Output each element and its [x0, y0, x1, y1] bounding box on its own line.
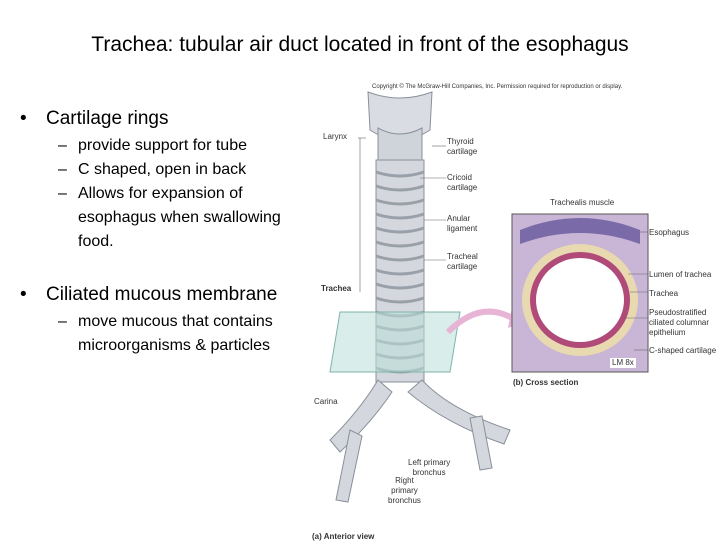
caption-anterior-view: (a) Anterior view	[312, 532, 375, 541]
label-trachea: Trachea	[321, 284, 352, 293]
sub-bullet-text: move mucous that contains	[78, 313, 273, 330]
label-magnification: LM 8x	[610, 358, 636, 368]
bullet-text: Ciliated mucous membrane	[46, 284, 278, 305]
sub-bullet-continuation: esophagus when swallowing	[78, 209, 281, 226]
bullet-glyph: •	[20, 284, 27, 305]
bullet-cartilage-rings: • Cartilage rings	[20, 108, 169, 130]
dash-glyph: –	[58, 137, 67, 154]
trachea-illustration	[329, 91, 649, 503]
dash-glyph: –	[58, 185, 67, 202]
slide-title: Trachea: tubular air duct located in fro…	[91, 33, 629, 56]
sub-bullet: – C shaped, open in back	[58, 158, 247, 182]
label-carina: Carina	[314, 397, 338, 406]
copyright-notice: Copyright © The McGraw-Hill Companies, I…	[372, 84, 623, 90]
sub-bullet-text: provide support for tube	[78, 137, 247, 154]
label-larynx: Larynx	[323, 132, 348, 141]
label-trachealis-muscle: Trachealis muscle	[550, 198, 615, 207]
sub-bullet: – move mucous that contains	[58, 310, 273, 334]
label-trachea-cross-section: Trachea	[649, 289, 679, 298]
bullet-text: Cartilage rings	[46, 108, 169, 129]
sub-bullet: – provide support for tube	[58, 134, 247, 158]
sub-bullet-text: C shaped, open in back	[78, 161, 247, 178]
dash-glyph: –	[58, 313, 67, 330]
sub-bullet-text: Allows for expansion of	[78, 185, 243, 202]
caption-cross-section: (b) Cross section	[513, 378, 579, 387]
label-lumen-of-trachea: Lumen of trachea	[649, 270, 712, 279]
bullet-ciliated-mucous-membrane: • Ciliated mucous membrane	[20, 284, 278, 306]
bullet-glyph: •	[20, 108, 27, 129]
dash-glyph: –	[58, 161, 67, 178]
label-c-shaped-cartilage: C-shaped cartilage	[649, 346, 717, 355]
sub-bullet-continuation: food.	[78, 233, 114, 250]
label-esophagus: Esophagus	[649, 228, 690, 237]
sub-bullet-continuation: microorganisms & particles	[78, 337, 271, 354]
sub-bullet: – Allows for expansion of	[58, 182, 243, 206]
